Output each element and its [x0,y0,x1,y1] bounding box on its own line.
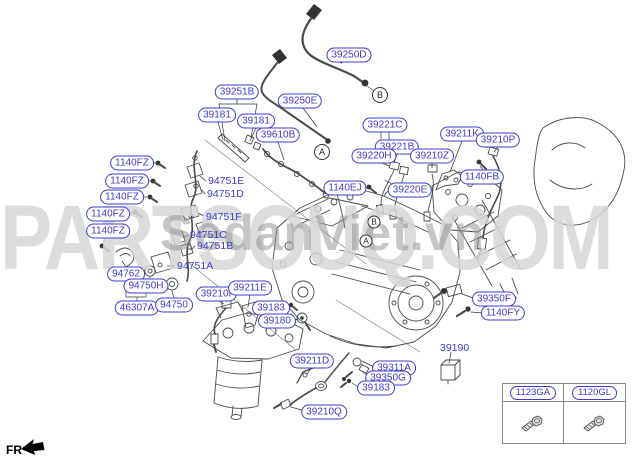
fastener-bolt-cell [503,402,564,443]
label-94751d[interactable]: 94751D [207,188,244,200]
callout-1140fy[interactable]: 1140FY [480,305,526,321]
knock-sensor-harness [150,150,210,282]
bolt-icon [521,415,543,432]
coil-bracket-39251b [217,98,262,163]
sensor-cable-39210p [476,146,502,260]
fr-direction-arrow [21,439,45,455]
knock-sensors [115,247,179,303]
callout-39211e[interactable]: 39211E [228,280,272,296]
callout-39250e[interactable]: 39250E [277,93,323,109]
callout-39180[interactable]: 39180 [258,313,296,329]
callout-94750h[interactable]: 94750H [123,278,169,294]
fastener-header-cell: 1123GA [503,384,564,402]
callout-39181-1[interactable]: 39181 [198,107,236,123]
callout-39211k[interactable]: 39211K [440,126,484,142]
callout-1140fb[interactable]: 1140FB [459,169,505,185]
fastener-bolt-cell [564,402,625,443]
callout-39220e[interactable]: 39220E [387,182,433,198]
callout-39211d[interactable]: 39211D [289,353,335,369]
callout-1140fz-4[interactable]: 1140FZ [86,206,130,222]
callout-1140ej[interactable]: 1140EJ [323,180,367,196]
callout-39210q[interactable]: 39210Q [301,404,347,420]
ref-circle-a: A [314,144,330,160]
callout-1123ga[interactable]: 1123GA [509,385,557,400]
label-94751c[interactable]: 94751C [190,229,227,241]
sensor-cable-39210i [210,299,232,353]
fr-direction-label: FR [6,443,22,456]
callout-39183-2[interactable]: 39183 [357,380,395,396]
callout-39181-2[interactable]: 39181 [237,113,275,129]
rear-manifold-assembly [431,117,626,302]
callout-94750[interactable]: 94750 [155,297,193,313]
callout-1140fz-5[interactable]: 1140FZ [86,223,130,239]
relay-39190 [440,351,461,385]
callout-39210p[interactable]: 39210P [475,132,521,148]
engine-block-sketch [271,186,461,349]
sensor-39350f [433,283,484,318]
ref-circle-b: B [372,87,388,103]
callout-39250d[interactable]: 39250D [326,47,372,63]
bolt-icon [582,415,604,432]
label-39190[interactable]: 39190 [440,342,470,354]
callout-39610b[interactable]: 39610B [255,127,301,143]
callout-1140fz-1[interactable]: 1140FZ [110,155,154,171]
sensor-cable-39210q [273,352,350,412]
callout-39220h[interactable]: 39220H [351,148,397,164]
callout-1120gl[interactable]: 1120GL [571,385,618,400]
callout-1140fz-2[interactable]: 1140FZ [105,173,149,189]
fastener-header-cell: 1120GL [564,384,625,402]
label-94751e[interactable]: 94751E [208,175,245,187]
callout-39251b[interactable]: 39251B [214,84,260,100]
ref-circle-b-engine: B [367,215,381,229]
front-manifold-assembly [202,301,304,420]
label-94751a[interactable]: 94751A [177,260,214,272]
label-94751b[interactable]: 94751B [197,240,234,252]
ref-circle-a-engine: A [359,234,373,248]
callout-1140fz-3[interactable]: 1140FZ [100,189,144,205]
front-sensor-parts [241,293,311,331]
fastener-table: 1123GA 1120GL [502,383,626,444]
callout-39221c[interactable]: 39221C [362,117,408,133]
label-94751f[interactable]: 94751F [206,211,242,223]
callout-39210z[interactable]: 39210Z [410,148,454,164]
sensor-cable-39250d [301,4,375,92]
bolts-1140fz [99,160,166,252]
callout-39350f[interactable]: 39350F [472,291,516,307]
engine-top-sensors [361,131,438,222]
callout-46307a[interactable]: 46307A [114,300,160,316]
